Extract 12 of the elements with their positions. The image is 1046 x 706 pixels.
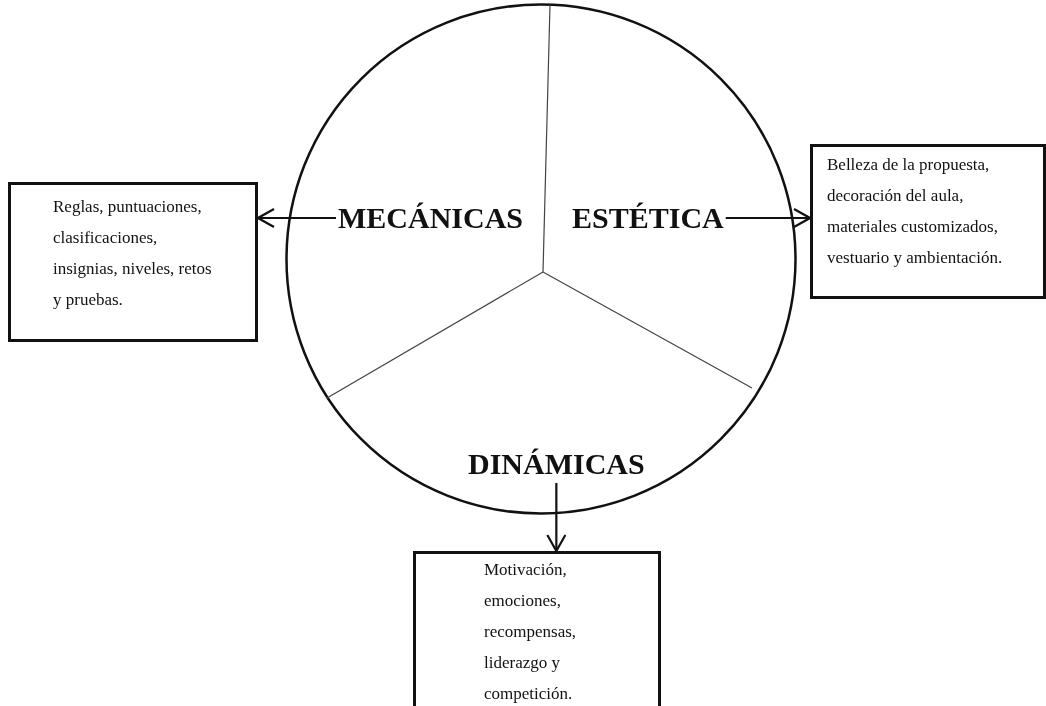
- text-box: [413, 551, 661, 706]
- box-text: Reglas, puntuaciones, clasificaciones, insignias, niveles, retos y pruebas.: [53, 196, 213, 311]
- text-box: [8, 182, 258, 342]
- sector-heading: DINÁMICAS: [468, 447, 645, 481]
- sector-heading: MECÁNICAS: [338, 201, 523, 235]
- arrow: [725, 207, 812, 229]
- arrow: [256, 207, 336, 229]
- box-text: Belleza de la propuesta, decoración del aula, materiales customizados, vestuario y ambientación.: [827, 154, 1004, 269]
- arrow: [546, 483, 567, 553]
- box-text: Motivación, emociones, recompensas, liderazgo y competición.: [484, 559, 578, 705]
- sector-heading: ESTÉTICA: [572, 201, 724, 235]
- text-box: [810, 144, 1046, 299]
